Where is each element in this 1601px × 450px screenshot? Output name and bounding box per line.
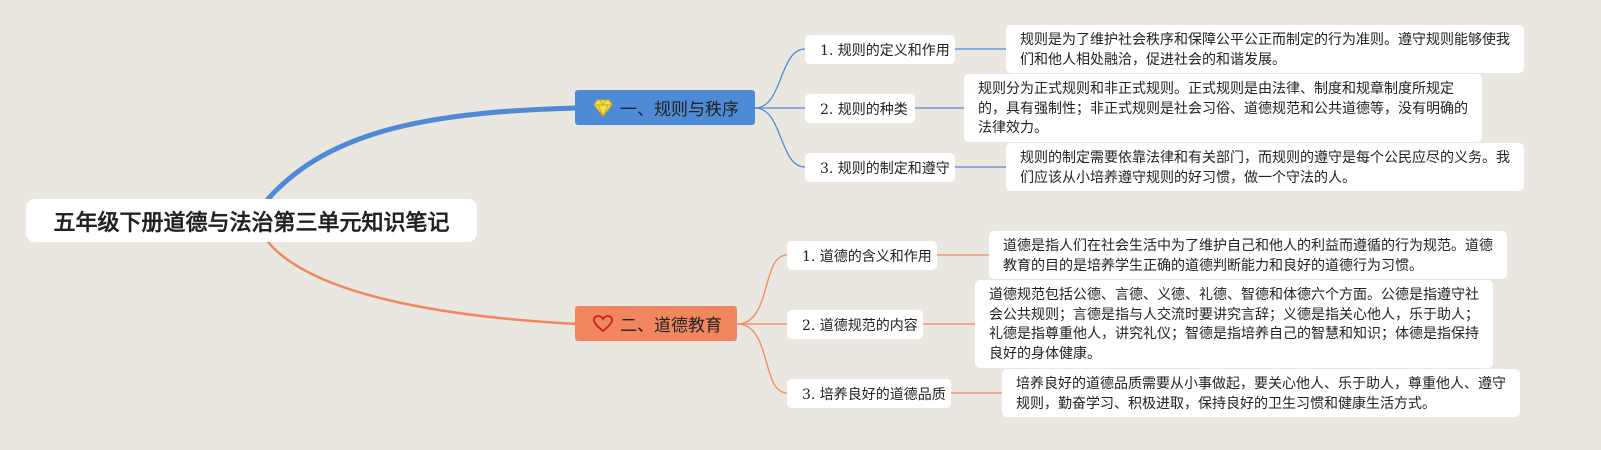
topic-moral-meaning[interactable]: 1. 道德的含义和作用 [787,241,937,270]
topic-label: 1. 道德的含义和作用 [802,248,932,265]
topic-label: 2. 道德规范的内容 [802,317,918,334]
topic-moral-norms[interactable]: 2. 道德规范的内容 [787,310,923,339]
topic-rules-types[interactable]: 2. 规则的种类 [805,94,915,123]
root-title: 五年级下册道德与法治第三单元知识笔记 [53,210,450,236]
detail-rules-making[interactable]: 规则的制定需要依靠法律和有关部门，而规则的遵守是每个公民应尽的义务。我们应该从小… [1006,143,1524,191]
root-link-2 [266,240,578,326]
detail-moral-meaning[interactable]: 道德是指人们在社会生活中为了维护自己和他人的利益而遵循的行为规范。道德教育的目的… [989,231,1507,279]
topic-moral-qualities[interactable]: 3. 培养良好的道德品质 [787,379,951,408]
topic-rules-definition[interactable]: 1. 规则的定义和作用 [805,35,955,64]
detail-text: 道德是指人们在社会生活中为了维护自己和他人的利益而遵循的行为规范。道德教育的目的… [1003,238,1493,274]
detail-rules-types[interactable]: 规则分为正式规则和非正式规则。正式规则是由法律、制度和规章制度所规定的，具有强制… [964,74,1482,142]
detail-text: 道德规范包括公德、言德、义德、礼德、智德和体德六个方面。公德是指遵守社会公共规则… [989,287,1479,362]
topic-label: 3. 规则的制定和遵守 [820,160,950,177]
detail-moral-qualities[interactable]: 培养良好的道德品质需要从小事做起，要关心他人、乐于助人，尊重他人、遵守规则，勤奋… [1002,369,1520,417]
topic-label: 3. 培养良好的道德品质 [802,386,946,403]
branch-moral-education[interactable]: 二、道德教育 [575,306,737,341]
detail-text: 规则分为正式规则和非正式规则。正式规则是由法律、制度和规章制度所规定的，具有强制… [978,81,1468,136]
branch1-link-3 [754,107,806,168]
root-topic[interactable]: 五年级下册道德与法治第三单元知识笔记 [26,199,477,242]
branch-rules-and-order[interactable]: 一、规则与秩序 [575,90,755,125]
heart-icon [592,313,614,335]
detail-text: 规则是为了维护社会秩序和保障公平公正而制定的行为准则。遵守规则能够使我们和他人相… [1020,32,1510,68]
root-link-1 [265,105,579,202]
branch-label: 二、道德教育 [620,316,722,336]
branch-label: 一、规则与秩序 [620,100,739,120]
diamond-icon [592,97,614,119]
detail-text: 培养良好的道德品质需要从小事做起，要关心他人、乐于助人，尊重他人、遵守规则，勤奋… [1016,376,1506,412]
detail-moral-norms[interactable]: 道德规范包括公德、言德、义德、礼德、智德和体德六个方面。公德是指遵守社会公共规则… [975,280,1493,368]
topic-rules-making[interactable]: 3. 规则的制定和遵守 [805,153,955,182]
topic-label: 1. 规则的定义和作用 [820,42,950,59]
detail-text: 规则的制定需要依靠法律和有关部门，而规则的遵守是每个公民应尽的义务。我们应该从小… [1020,150,1510,186]
branch2-link-1 [736,254,788,325]
detail-rules-definition[interactable]: 规则是为了维护社会秩序和保障公平公正而制定的行为准则。遵守规则能够使我们和他人相… [1006,25,1524,73]
branch1-link-1 [754,48,806,109]
branch2-link-3 [736,323,788,394]
topic-label: 2. 规则的种类 [820,101,908,118]
